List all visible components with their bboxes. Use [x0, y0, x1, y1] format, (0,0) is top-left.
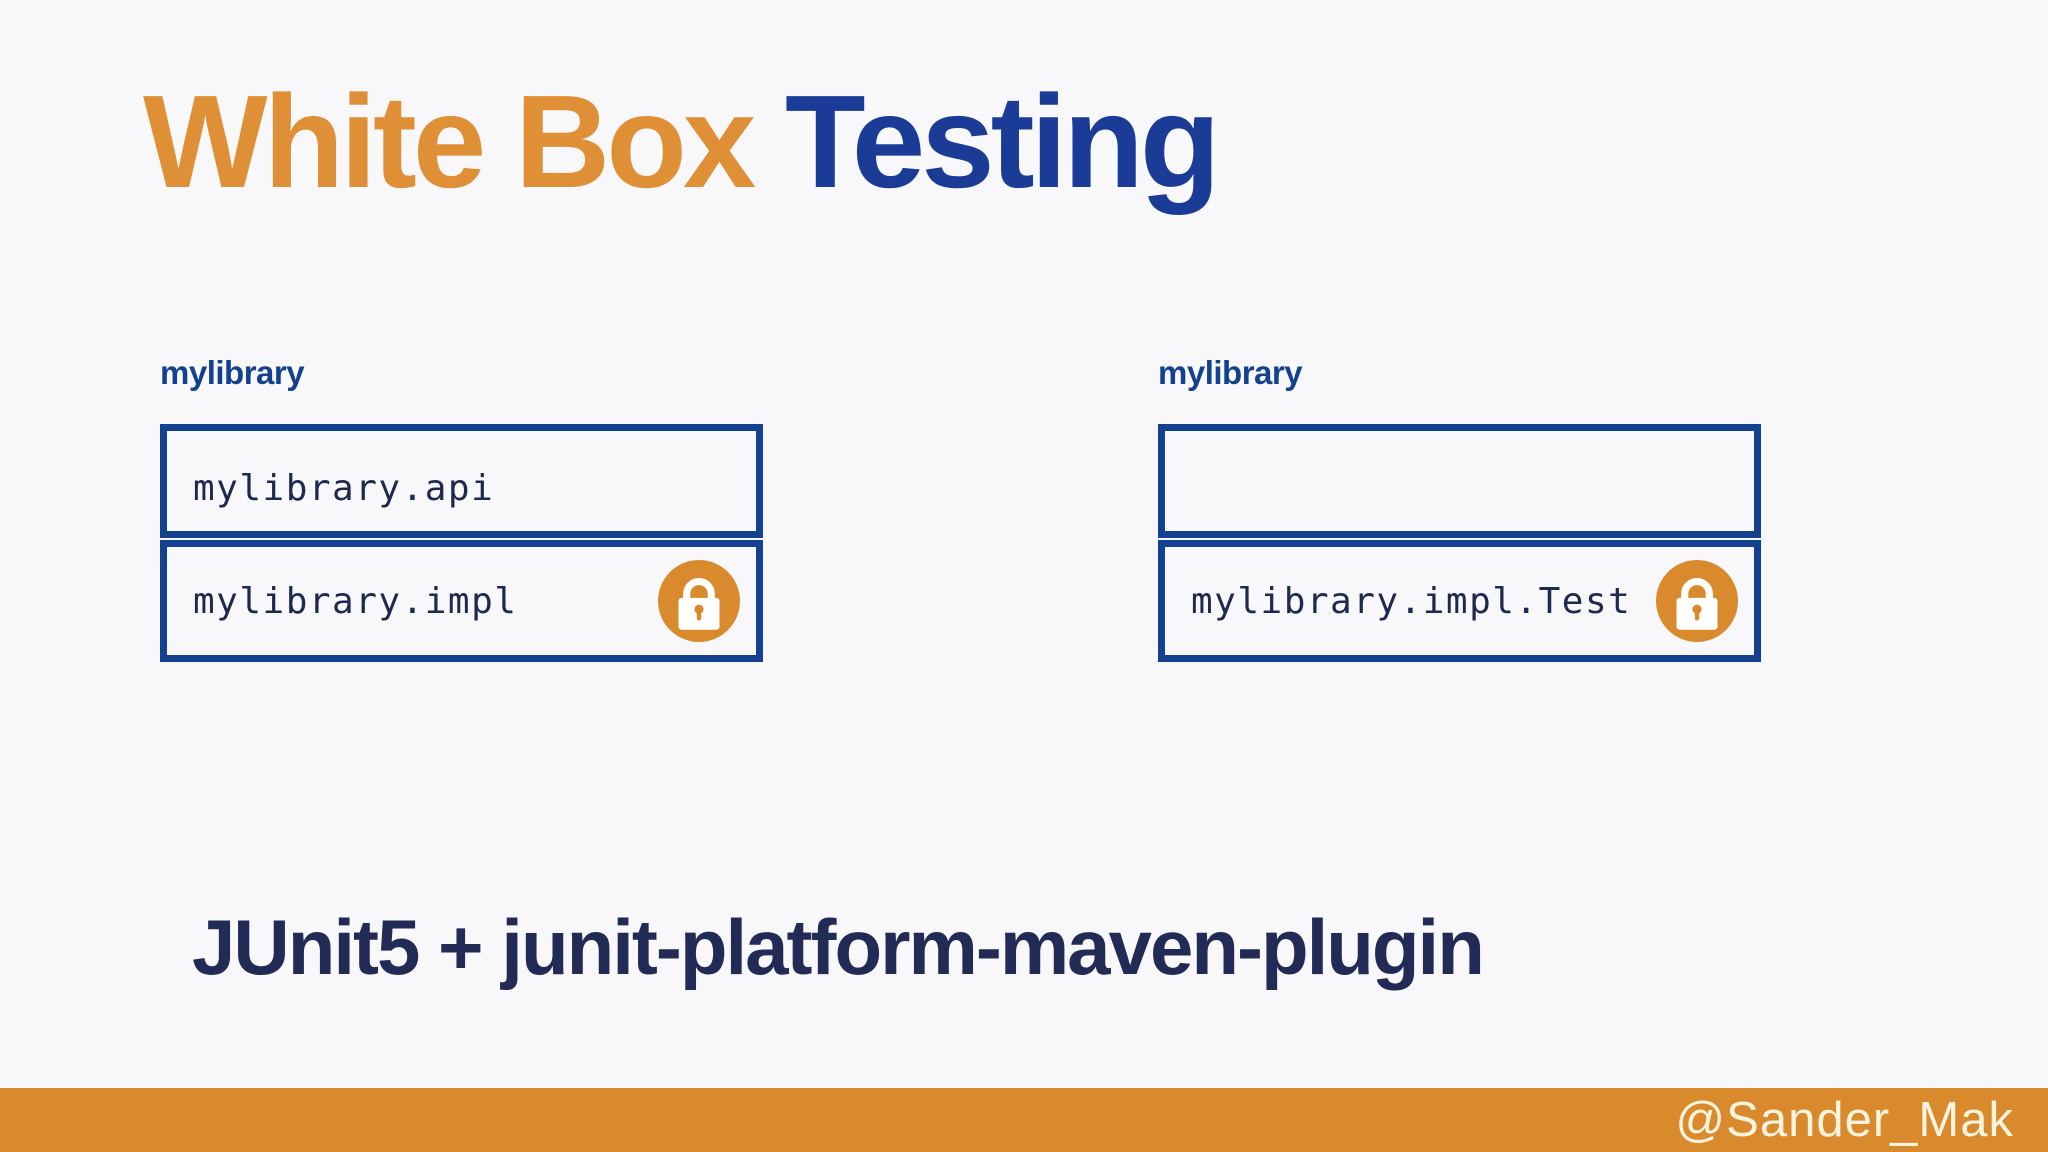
twitter-handle: @Sander_Mak [1675, 1092, 2014, 1147]
module-row-impl: mylibrary.impl [160, 540, 763, 662]
module-row-label: mylibrary.impl [193, 580, 518, 622]
lock-icon [1656, 560, 1738, 642]
footer-bar: @Sander_Mak [0, 1088, 2048, 1152]
module-row-label: mylibrary.impl.Test [1191, 580, 1632, 622]
subtitle: JUnit5 + junit-platform-maven-plugin [192, 903, 1485, 991]
module-row-empty [1158, 424, 1761, 538]
module-box: mylibrary.impl.Test [1158, 424, 1761, 662]
module-row-impl-test: mylibrary.impl.Test [1158, 540, 1761, 662]
module-row-api: mylibrary.api [160, 424, 763, 538]
module-diagram-left: mylibrary mylibrary.api mylibrary.impl [160, 355, 763, 662]
module-row-label: mylibrary.api [193, 467, 495, 509]
module-box: mylibrary.api mylibrary.impl [160, 424, 763, 662]
module-name-label: mylibrary [160, 354, 305, 391]
title-rest: Testing [784, 68, 1221, 215]
lock-icon [658, 560, 740, 642]
module-diagram-right: mylibrary mylibrary.impl.Test [1158, 355, 1761, 662]
title-highlight: White Box [143, 68, 785, 215]
module-name-label: mylibrary [1158, 354, 1303, 391]
slide-title: White Box Testing [143, 66, 1221, 218]
